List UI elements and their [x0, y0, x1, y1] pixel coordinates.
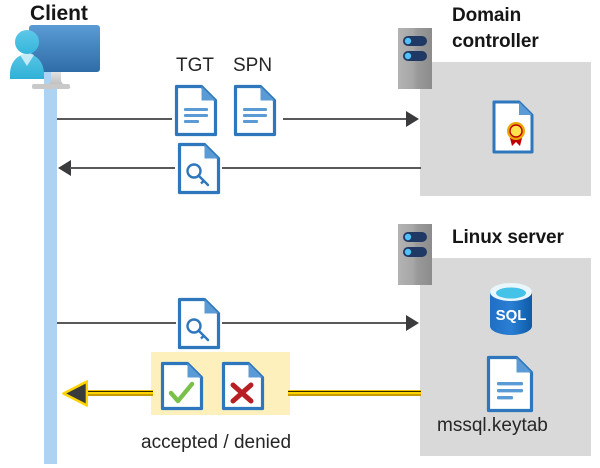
spn-label: SPN: [233, 55, 273, 76]
message-3-line-right: [222, 322, 407, 324]
message-2-line-left: [70, 167, 175, 169]
denied-document-icon: [221, 361, 265, 416]
certificate-document-icon: [492, 100, 534, 159]
dc-title-line2: controller: [452, 31, 539, 52]
client-title: Client: [30, 2, 88, 25]
message-1-line-left: [57, 118, 172, 120]
tgt-document-icon: [174, 84, 218, 142]
message-4-line-right: [288, 390, 421, 396]
tgt-label: TGT: [176, 55, 214, 76]
message-4-line-left: [86, 390, 153, 396]
message-4-arrowhead: [62, 379, 89, 408]
domain-controller-title: Domain controller: [452, 3, 600, 55]
linux-server-rack-icon: [398, 224, 432, 285]
linux-server-title: Linux server: [452, 227, 564, 248]
domain-controller-rack-icon: [398, 28, 432, 89]
message-2-line-right: [222, 167, 421, 169]
client-computer-icon: [6, 22, 102, 94]
keytab-filename-label: mssql.keytab: [437, 415, 548, 436]
spn-document-icon: [233, 84, 277, 142]
sql-label: SQL: [496, 307, 527, 324]
message-3-arrowhead: [406, 315, 419, 331]
message-3-line-left: [57, 322, 176, 324]
message-1-arrowhead: [406, 111, 419, 127]
message-2-arrowhead: [58, 160, 71, 176]
keytab-document-icon: [486, 355, 534, 418]
ticket-key-document-icon-1: [177, 142, 221, 200]
accepted-document-icon: [160, 361, 204, 416]
accepted-denied-caption: accepted / denied: [141, 432, 292, 453]
message-1-line-right: [283, 118, 407, 120]
dc-title-line1: Domain: [452, 5, 522, 26]
ticket-key-document-icon-2: [177, 297, 221, 355]
client-lifeline: [44, 72, 57, 464]
sql-database-icon: SQL: [484, 280, 538, 343]
